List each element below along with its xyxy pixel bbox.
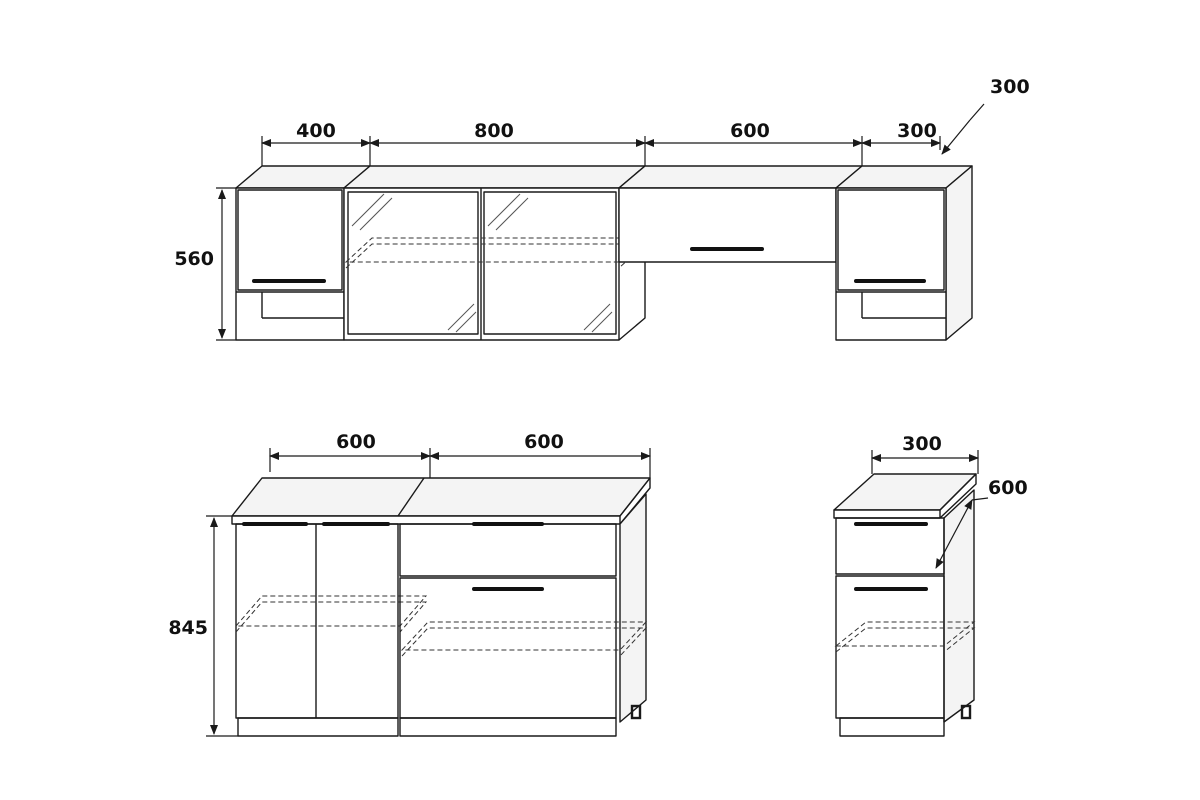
dim-label-upper-300: 300 bbox=[897, 120, 937, 142]
upper-cabinets bbox=[235, 165, 973, 341]
upper-cabinet-800-glass bbox=[343, 165, 647, 341]
dim-label-upper-400: 400 bbox=[296, 120, 336, 142]
upper-cabinet-600 bbox=[618, 165, 863, 263]
upper-cabinet-400 bbox=[235, 165, 371, 341]
lower-cabinet-600-doors bbox=[234, 522, 428, 737]
dim-label-side-depth: 600 bbox=[988, 477, 1028, 499]
dim-label-upper-depth: 300 bbox=[990, 76, 1030, 98]
side-unit-300 bbox=[833, 473, 977, 737]
dim-label-lower-height: 845 bbox=[168, 617, 208, 639]
lower-cabinet-600-drawers bbox=[399, 522, 648, 737]
dim-label-upper-600: 600 bbox=[730, 120, 770, 142]
upper-cabinet-300 bbox=[835, 165, 973, 341]
side-unit-dimensions bbox=[871, 450, 989, 569]
dim-label-lower-600-left: 600 bbox=[336, 431, 376, 453]
dim-label-side-width: 300 bbox=[902, 433, 942, 455]
dim-label-upper-800: 800 bbox=[474, 120, 514, 142]
dim-label-lower-600-right: 600 bbox=[524, 431, 564, 453]
dim-label-upper-height: 560 bbox=[174, 248, 214, 270]
upper-dimensions bbox=[216, 103, 985, 341]
lower-dimensions bbox=[206, 448, 651, 737]
lower-cabinets bbox=[231, 477, 651, 737]
